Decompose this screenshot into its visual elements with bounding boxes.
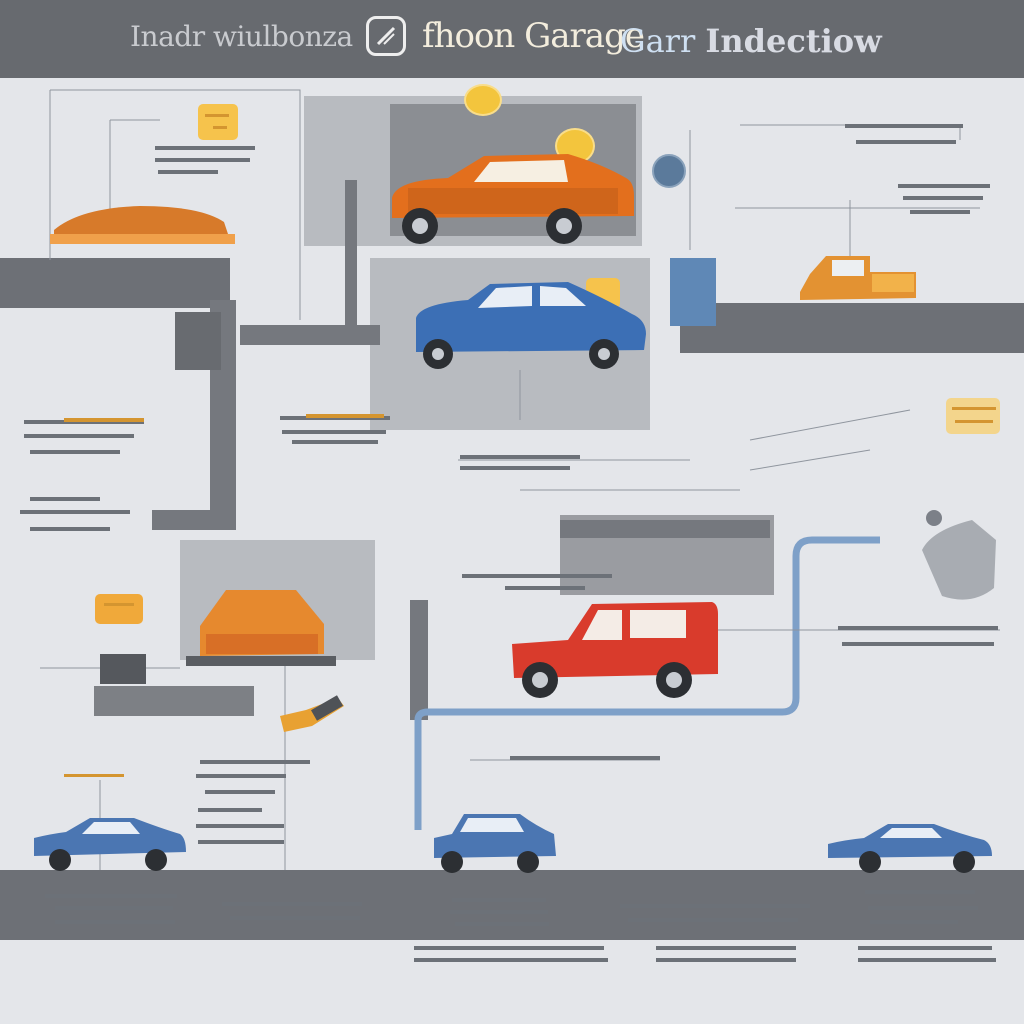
gauge-icon [652, 154, 686, 188]
chip-icon [464, 84, 502, 116]
base-platform [94, 686, 254, 716]
car-icon [434, 814, 556, 873]
header-bar: Inadr wiulbonza fhoon Garage Garr Indect… [0, 0, 1024, 78]
label-tag [95, 594, 143, 624]
wrench-icon [280, 695, 344, 732]
pipe-lower [410, 600, 428, 720]
upper-right-lane [680, 303, 1024, 353]
car-icon [828, 824, 992, 873]
lift-icon [186, 590, 336, 666]
horizontal-pipe [152, 510, 236, 530]
header-right-text-a: Garr [620, 22, 706, 60]
tool-icon [922, 510, 996, 600]
control-box [100, 654, 146, 684]
header-right-title: Garr Indectiow [620, 22, 882, 60]
label-tag [946, 398, 1000, 434]
vertical-pipe-mid [345, 180, 357, 330]
diagnostic-unit [670, 258, 716, 326]
tool-icon-graphic [376, 26, 396, 46]
car-icon [512, 602, 718, 698]
bottom-lane [0, 870, 1024, 940]
control-box [175, 312, 221, 370]
car-icon [34, 818, 186, 871]
truck-icon [800, 256, 916, 300]
pipe-connector [240, 325, 380, 345]
tool-icon [366, 16, 406, 56]
pipe-right [560, 520, 770, 538]
label-tag [198, 104, 238, 140]
car-icon [50, 206, 235, 244]
car-icon [416, 282, 646, 369]
header-left-text: Inadr wiulbonza [130, 20, 353, 53]
upper-lane [0, 258, 230, 308]
header-middle-text: fhoon Garage [422, 16, 645, 56]
car-icon [392, 154, 634, 244]
header-right-text-b: Indectiow [705, 22, 882, 60]
